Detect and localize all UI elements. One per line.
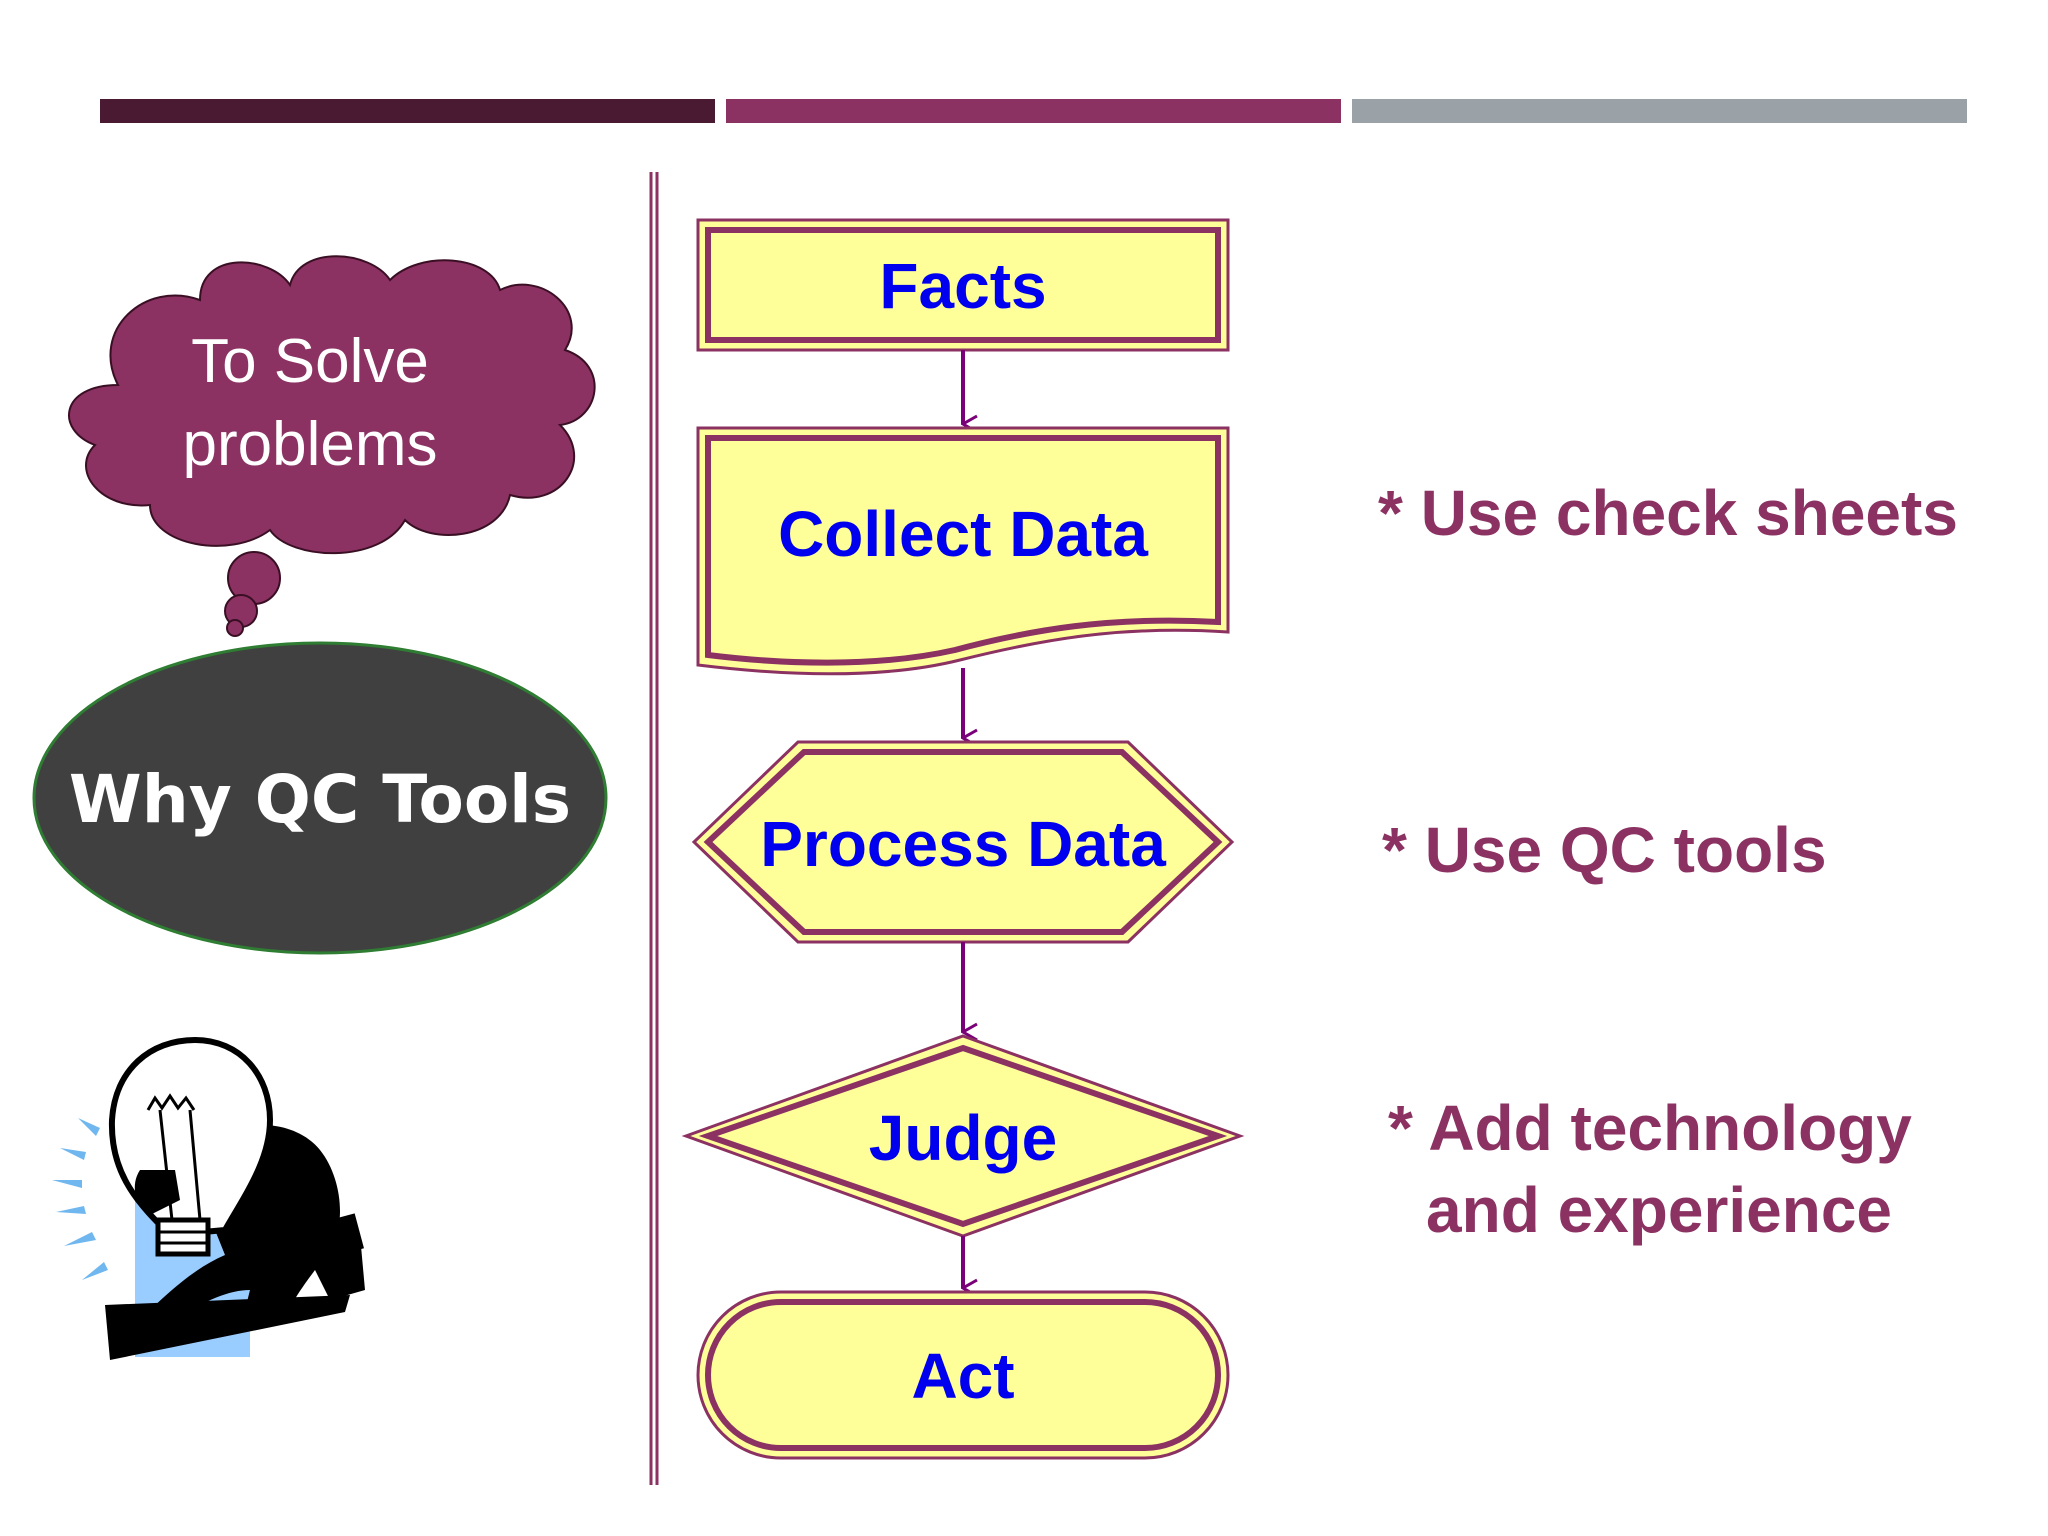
note-check-sheets: * Use check sheets <box>1378 477 1958 549</box>
thought-cloud: To Solve problems <box>68 255 596 637</box>
cloud-text-line2: problems <box>183 410 438 479</box>
header-bar-gray <box>1352 99 1967 123</box>
flowchart: Facts Collect Data Process Data Judge <box>681 218 1245 1460</box>
idea-lightbulb-businessman-icon <box>52 1036 365 1360</box>
note-qc-tools: * Use QC tools <box>1382 814 1827 886</box>
flow-step-facts: Facts <box>696 218 1230 352</box>
vertical-divider <box>649 172 659 1485</box>
header-bar-mid <box>726 99 1341 123</box>
flow-step-label: Facts <box>879 250 1046 322</box>
note-technology-line2: and experience <box>1426 1174 1892 1246</box>
why-qc-tools-ellipse: Why QC Tools <box>32 641 608 955</box>
flow-step-label: Collect Data <box>778 498 1148 570</box>
notes: * Use check sheets * Use QC tools * Add … <box>1378 477 1958 1246</box>
flow-step-act: Act <box>696 1290 1230 1460</box>
header-bars <box>100 99 1967 123</box>
flow-step-label: Judge <box>869 1102 1057 1174</box>
cloud-text-line1: To Solve <box>191 327 429 396</box>
ellipse-label: Why QC Tools <box>69 761 571 838</box>
flow-step-label: Act <box>911 1340 1014 1412</box>
flow-step-label: Process Data <box>760 808 1166 880</box>
thought-bubble-small <box>226 619 244 637</box>
flow-step-collect-data: Collect Data <box>696 426 1230 676</box>
flow-step-process-data: Process Data <box>691 740 1235 944</box>
note-technology-line1: * Add technology <box>1388 1092 1912 1164</box>
header-bar-dark <box>100 99 715 123</box>
flow-step-judge: Judge <box>681 1034 1245 1238</box>
